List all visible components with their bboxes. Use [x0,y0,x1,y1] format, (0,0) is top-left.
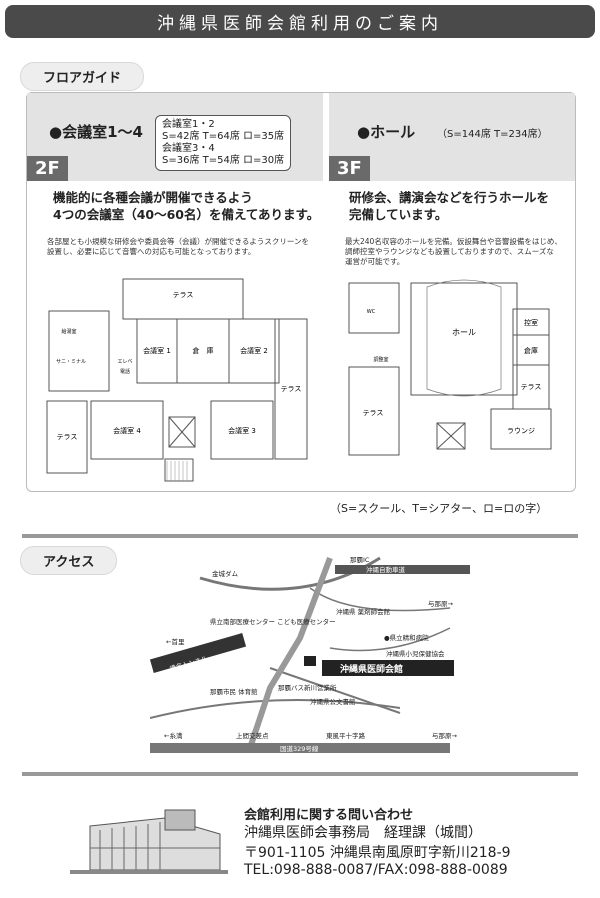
map-to-yonabaru2: 与那原→ [432,732,458,740]
map-archives: 沖縄県公文書館 [310,697,356,706]
plan2-room2: 会議室 2 [240,346,268,355]
map-red-cross: ●県立精和病院 [384,633,429,642]
contact-tel: TEL:098-888-0087/FAX:098-888-0089 [244,862,508,878]
map-naha-ic: 那覇IC [350,556,370,564]
floor3-badge: 3F [329,156,370,181]
page-title: 沖縄県医師会館利用のご案内 [5,5,595,38]
floor2-desc: 各部屋とも小規模な研修会や委員会等（会議）が開催できるようスクリーンを 設置し、… [47,237,309,256]
floor3-heading: ●ホール [357,123,416,141]
floor2-badge: 2F [27,156,68,181]
plan2-terrace-right: テラス [281,385,302,393]
floor3-desc: 最大240名収容のホールを完備。仮設舞台や音響設備をはじめ、 調師控室やラウンジ… [345,237,562,266]
floor-guide-label: フロアガイド [20,62,145,91]
route-bar [150,743,450,753]
floor2-plan: テラス テラス テラス 会議室 1 倉 庫 会議室 2 会議室 4 会議室 3 … [46,278,308,482]
tunnel-bar [150,633,247,673]
divider-top [22,534,578,538]
map-venue: 沖縄県医師会館 [340,663,403,675]
plan3-hall: ホール [452,328,476,337]
map-hospital-center: 県立南部医療センター こども医療センター [210,617,336,626]
plan2-room3: 会議室 3 [228,426,256,435]
floor3-lead: 研修会、講演会などを行うホールを 完備しています。 [349,190,550,222]
access-label: アクセス [20,546,118,575]
venue-box [322,660,454,676]
expressway-bar [335,565,470,574]
plan3-terrace-right: テラス [521,383,542,391]
venue-pin-icon [304,656,316,666]
plan3-green-room: 控室 [524,318,538,327]
building-illustration [70,809,228,874]
plan2-room4: 会議室 4 [113,426,141,435]
divider-bottom [22,772,578,776]
map-ueno: 上間交差点 [236,731,269,740]
floor3-capacity: （S=144席 T=234席） [437,129,548,140]
map-expressway: 沖縄自動車道 [366,565,406,574]
floor2-capacity: 会議室1・2 S=42席 T=64席 ロ=35席 会議室3・4 S=36席 T=… [155,115,292,171]
contact-address: 〒901-1105 沖縄県南風原町字新川218-9 [244,845,511,861]
plan2-tel: 電話 [120,368,130,375]
plan2-terrace-left: テラス [57,433,78,441]
floor2-lead: 機能的に各種会議が開催できるよう 4つの会議室（40〜60名）を備えてあります。 [53,190,320,222]
seating-legend: （S=スクール、T=シアター、ロ=ロの字） [330,502,548,515]
plan2-terrace-top: テラス [173,291,194,299]
contact-org: 沖縄県医師会事務局 経理課（城間） [244,825,482,841]
plan2-pantry: 給湯室 [61,328,76,335]
plan2-small-room: サニ・ミナル [56,359,86,365]
map-child-health: 沖縄県小児保健協会 [386,649,445,658]
contact-title: 会館利用に関する問い合わせ [244,808,414,823]
plan3-terrace-left: テラス [363,409,384,417]
floor2-header: ●会議室1〜4 会議室1・2 S=42席 T=64席 ロ=35席 会議室3・4 … [27,93,323,181]
map-route: 国道329号線 [280,744,319,753]
map-kinjo-dam: 金城ダム [212,569,239,578]
floor3-header: ●ホール （S=144席 T=234席） 3F [329,93,575,181]
plan3-wc: WC [367,309,376,315]
plan2-room1: 会議室 1 [143,346,171,355]
plan3-lounge: ラウンジ [507,427,535,435]
map-kohagura: 東風平十字路 [326,731,366,740]
plan3-storage: 倉庫 [524,346,538,355]
floor3-plan: ホール 控室 倉庫 テラス テラス ラウンジ 調整室 WC [348,279,552,456]
access-map: 那覇IC 沖縄自動車道 金城ダム 与那原→ 沖縄県 薬剤師会館 県立南部医療セン… [150,556,470,753]
floor2-heading: ●会議室1〜4 [49,123,143,141]
map-naha-gym: 那覇市民 体育館 [210,687,258,696]
map-ishikawa: 沖縄県 薬剤師会館 [336,607,391,616]
floor-guide-card: ●会議室1〜4 会議室1・2 S=42席 T=64席 ロ=35席 会議室3・4 … [26,92,576,492]
map-to-yonabaru: 与那原→ [428,600,454,608]
plan3-booth: 調整室 [373,356,388,363]
plan2-storage: 倉 庫 [193,346,214,355]
map-to-itoman: ←糸満 [164,731,183,740]
map-shurei: ←首里 [166,637,185,646]
map-bus-depot: 那覇バス新川営業所 [278,683,337,692]
plan2-elev: エレベ [117,359,132,365]
